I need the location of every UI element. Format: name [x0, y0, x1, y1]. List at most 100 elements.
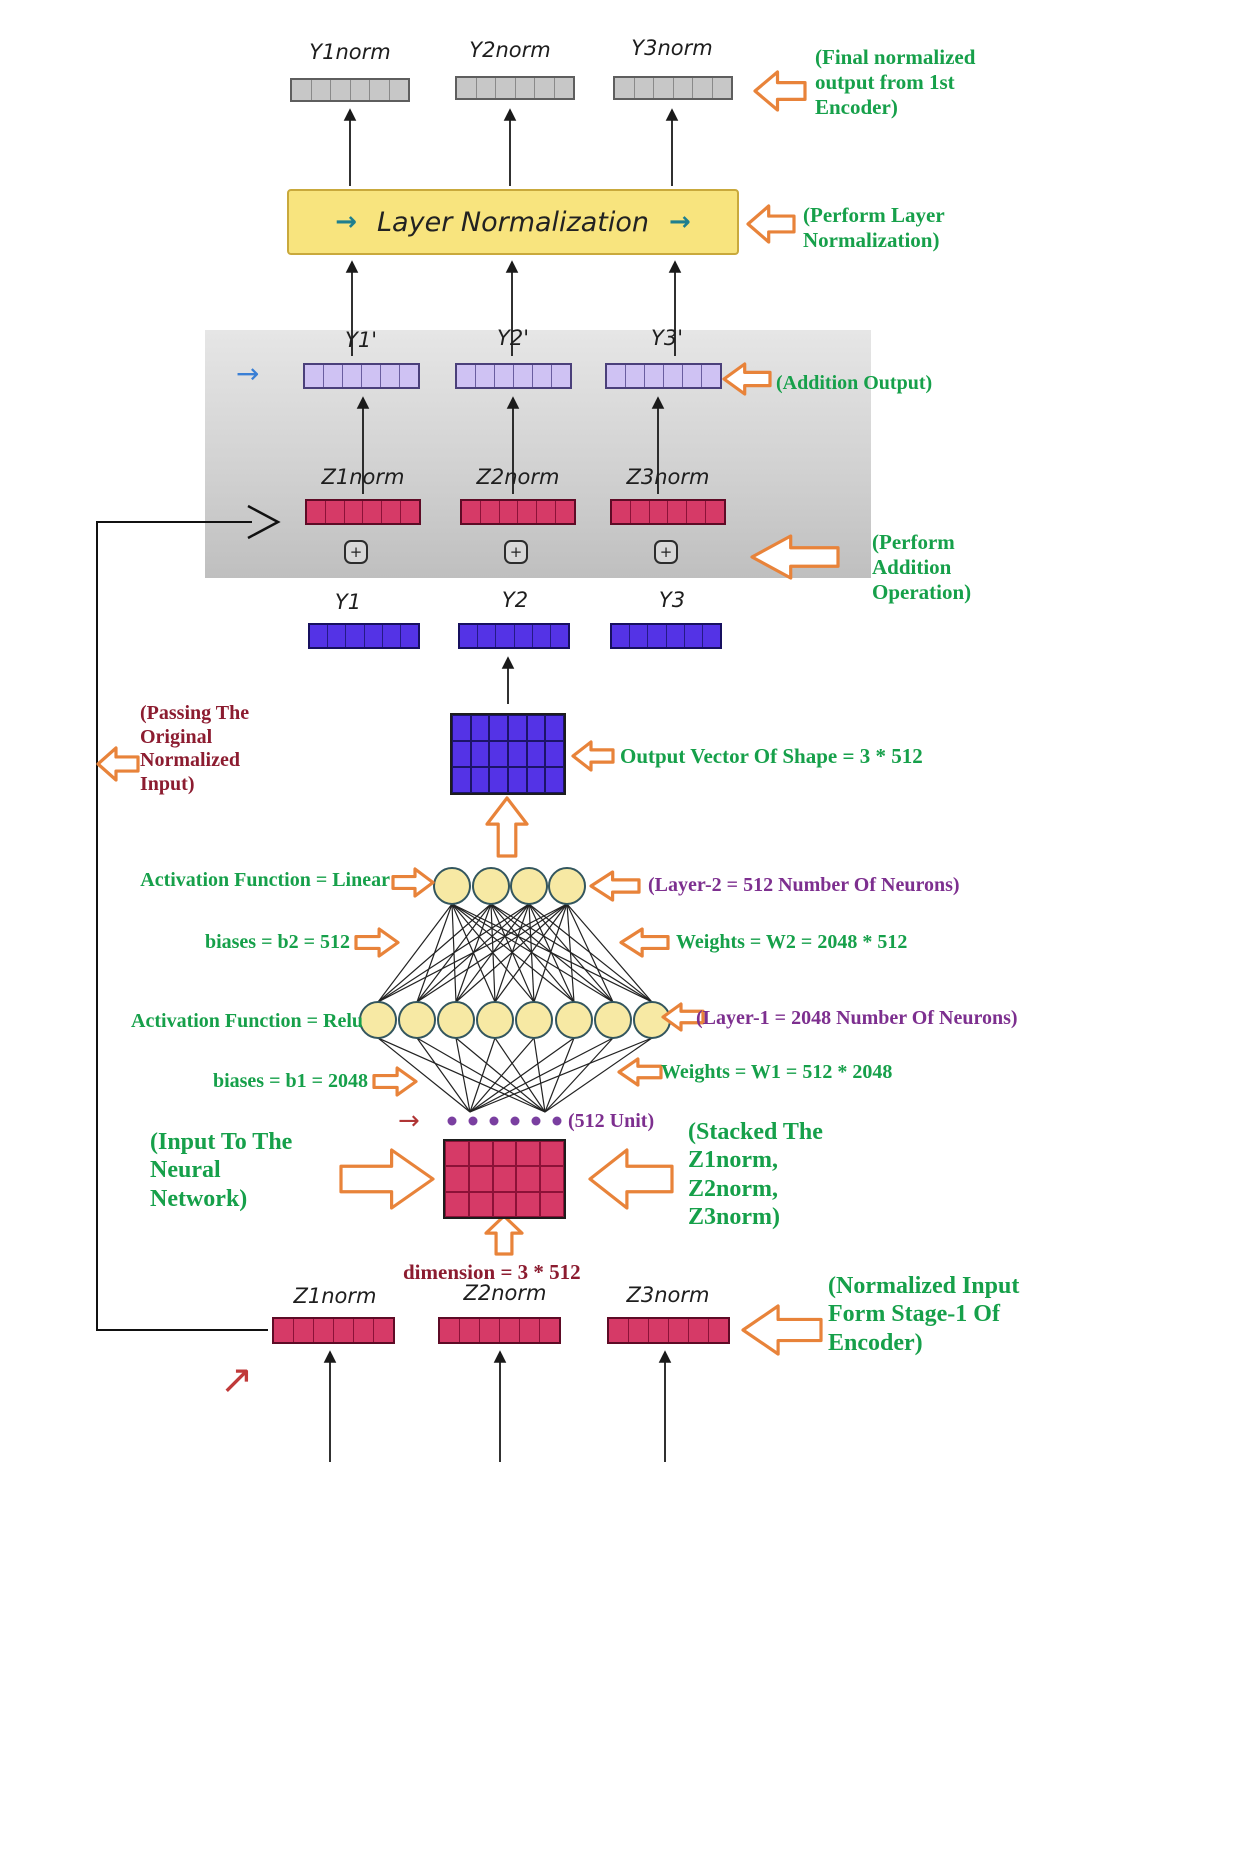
weight-connection-line [451, 903, 614, 1003]
weight-connection-line [451, 903, 653, 1003]
annotation-addition-output: (Addition Output) [776, 372, 933, 394]
vector-cell [331, 80, 351, 100]
callout-arrow-passing-input [96, 746, 140, 782]
flow-arrow-icon: → [335, 207, 358, 237]
vector-cell [492, 1191, 517, 1217]
weight-connection-line [451, 903, 496, 1003]
weight-connection-line [451, 903, 535, 1003]
vector-cell [703, 625, 720, 647]
vector-cell [496, 625, 515, 647]
vector-cell [540, 1166, 564, 1192]
annotation-biases-b2: biases = b2 = 512 [204, 931, 350, 953]
vector-cell [540, 1191, 564, 1217]
vector-cell [457, 78, 477, 98]
weight-connection-line [451, 903, 575, 1003]
stacked-input-grid [443, 1139, 566, 1219]
vector-cell [445, 1191, 469, 1217]
vector-y3norm-final [613, 76, 733, 100]
vector-cell [495, 365, 514, 387]
weight-connection-line [490, 903, 614, 1003]
vector-y2 [458, 623, 570, 649]
vector-y1norm-final [290, 78, 410, 102]
label-z2norm-mid: Z2norm [476, 465, 560, 489]
weight-connection-line [490, 903, 653, 1003]
vector-cell [669, 1319, 689, 1342]
layer1-neuron [437, 1001, 475, 1039]
vector-cell [343, 365, 362, 387]
vector-cell [480, 1319, 500, 1342]
input-unit-dot [447, 1116, 457, 1126]
weight-connection-line [528, 903, 575, 1003]
layer1-neuron [398, 1001, 436, 1039]
callout-arrow-dimension [484, 1214, 524, 1256]
plus-operator: + [504, 540, 528, 564]
annotation-final-output: (Final normalized output from 1st Encode… [815, 45, 976, 119]
vector-cell [274, 1319, 294, 1342]
label-y1-prime: Y1' [345, 328, 377, 352]
vector-cell [650, 501, 669, 523]
callout-arrow-layer2-note [589, 870, 641, 902]
vector-cell [556, 501, 574, 523]
plus-operator: + [344, 540, 368, 564]
vector-cell [516, 1141, 541, 1167]
vector-cell [545, 715, 564, 741]
input-connection-line [494, 1037, 546, 1113]
input-connection-line [455, 1037, 471, 1113]
plus-operator: + [654, 540, 678, 564]
annotation-weights-w1: Weights = W1 = 512 * 2048 [661, 1061, 893, 1083]
vector-cell [685, 625, 703, 647]
label-y3-prime: Y3' [651, 326, 683, 350]
vector-cell [374, 1319, 393, 1342]
vector-cell [612, 625, 631, 647]
annotation-perform-layer-norm: (Perform Layer Normalization) [803, 203, 945, 252]
vector-y3 [610, 623, 722, 649]
vector-cell [654, 78, 674, 98]
label-z1norm-stage1: Z1norm [293, 1284, 377, 1308]
vector-cell [516, 1191, 541, 1217]
weight-connection-line [377, 903, 492, 1003]
annotation-stacked-znorm: (Stacked The Z1norm, Z2norm, Z3norm) [688, 1119, 823, 1230]
vector-cell [630, 625, 649, 647]
input-unit-dot [468, 1116, 478, 1126]
callout-arrow-biases-b2 [354, 927, 400, 958]
vector-cell [462, 501, 481, 523]
input-connection-line [377, 1037, 471, 1113]
vector-cell [516, 78, 535, 98]
label-y1: Y1 [334, 590, 362, 614]
input-connection-line [544, 1037, 575, 1113]
label-y2-prime: Y2' [497, 326, 529, 350]
input-connection-line [469, 1037, 614, 1113]
vector-cell [468, 1141, 493, 1167]
vector-cell [516, 1166, 541, 1192]
vector-cell [496, 78, 516, 98]
callout-arrow-biases-b1 [372, 1066, 418, 1097]
vector-cell [683, 365, 702, 387]
callout-arrow-stage1-input [741, 1304, 823, 1356]
vector-cell [310, 625, 329, 647]
vector-cell [507, 767, 527, 793]
weight-connection-line [566, 903, 575, 1003]
vector-cell [687, 501, 707, 523]
vector-cell [702, 365, 720, 387]
vector-cell [693, 78, 713, 98]
vector-cell [540, 1319, 559, 1342]
weight-connection-line [416, 903, 530, 1003]
vector-cell [515, 625, 533, 647]
vector-cell [381, 365, 400, 387]
input-unit-dot [552, 1116, 562, 1126]
vector-cell [526, 767, 546, 793]
layer2-neuron [433, 867, 471, 905]
small-arrow-icon: → [236, 357, 260, 390]
vector-z3norm-stage1 [607, 1317, 730, 1344]
vector-cell [551, 625, 568, 647]
weight-connection-line [566, 903, 653, 1003]
input-connection-line [416, 1037, 471, 1113]
vector-cell [481, 501, 500, 523]
vector-cell [307, 501, 326, 523]
label-z3norm-mid: Z3norm [626, 465, 710, 489]
annotation-512-unit: (512 Unit) [568, 1110, 655, 1132]
weight-connection-line [528, 903, 614, 1003]
vector-cell [609, 1319, 629, 1342]
vector-cell [629, 1319, 649, 1342]
